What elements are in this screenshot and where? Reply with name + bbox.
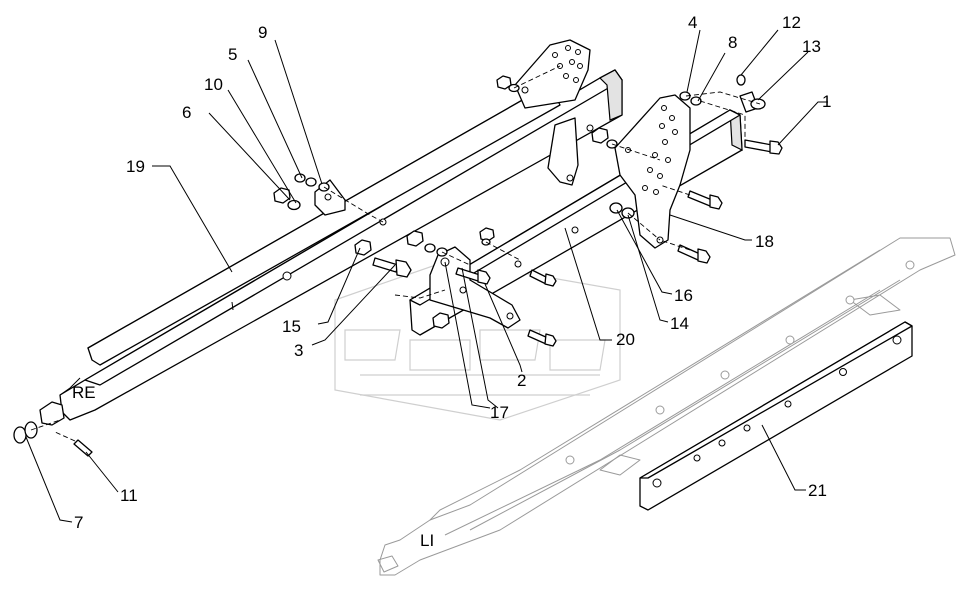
callout-7: 7 <box>74 513 83 532</box>
flat-bar-part-21 <box>639 321 913 511</box>
callout-21: 21 <box>808 481 827 500</box>
callout-3: 3 <box>294 341 303 360</box>
callout-2: 2 <box>517 371 526 390</box>
callout-4: 4 <box>688 13 697 32</box>
callout-17: 17 <box>490 403 509 422</box>
callout-12: 12 <box>782 13 801 32</box>
callout-13: 13 <box>802 37 821 56</box>
upper-mount-plate <box>514 39 591 186</box>
callout-11: 11 <box>120 486 138 505</box>
callout-6: 6 <box>182 103 191 122</box>
left-beam-ghost <box>377 237 956 576</box>
main-beam-part-19 <box>39 69 623 426</box>
callout-9: 9 <box>258 23 267 42</box>
leader-lines <box>25 29 828 523</box>
callout-labels: 1 2 3 4 5 6 7 8 9 10 11 12 13 14 15 16 1… <box>74 13 831 532</box>
callout-8: 8 <box>728 33 737 52</box>
side-label-right: RE <box>72 383 96 402</box>
callout-5: 5 <box>228 45 237 64</box>
hardware-bolts <box>372 139 783 347</box>
hardware-nuts-washers <box>13 74 766 457</box>
callout-14: 14 <box>670 314 689 333</box>
callout-15: 15 <box>282 317 301 336</box>
callout-20: 20 <box>616 330 635 349</box>
side-plate-part-18 <box>614 94 691 249</box>
callout-10: 10 <box>204 75 223 94</box>
side-label-left: LI <box>420 531 434 550</box>
assembly-dashed-lines <box>30 65 761 442</box>
callout-1: 1 <box>822 92 831 111</box>
callout-19: 19 <box>126 157 145 176</box>
callout-16: 16 <box>674 286 693 305</box>
side-labels: RE LI <box>72 383 434 550</box>
callout-18: 18 <box>755 232 774 251</box>
